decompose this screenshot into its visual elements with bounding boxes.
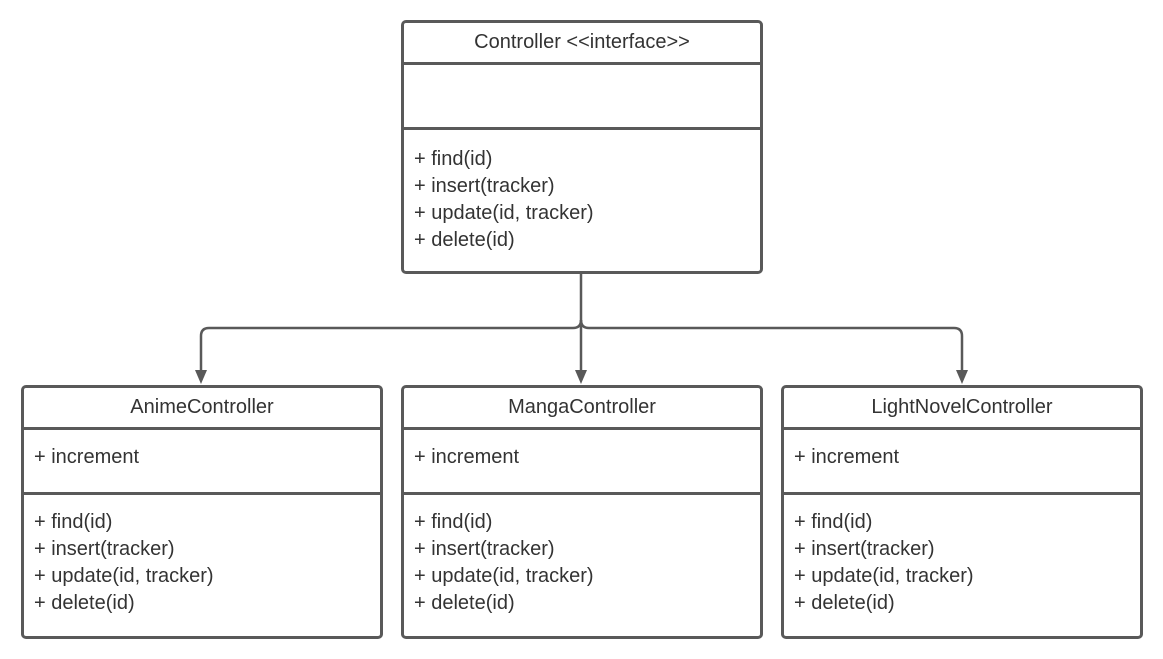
operation-insert: + insert(tracker) bbox=[414, 175, 555, 197]
operation-insert: + insert(tracker) bbox=[794, 538, 935, 560]
attribute-increment: + increment bbox=[794, 446, 900, 468]
operations-section: + find(id) + insert(tracker) + update(id… bbox=[784, 495, 1140, 617]
operations-section: + find(id) + insert(tracker) + update(id… bbox=[24, 495, 380, 617]
operation-delete: + delete(id) bbox=[794, 592, 895, 614]
connector-branch-anime bbox=[199, 319, 583, 372]
operation-update: + update(id, tracker) bbox=[414, 202, 594, 224]
operation-find: + find(id) bbox=[414, 148, 493, 170]
connector-branch-lightnovel bbox=[589, 326, 964, 372]
class-name: Controller <<interface>> bbox=[404, 23, 760, 65]
operation-update: + update(id, tracker) bbox=[34, 565, 214, 587]
class-box-manga-controller: MangaController + increment + find(id) +… bbox=[401, 385, 763, 639]
arrowhead-manga bbox=[575, 370, 587, 384]
attributes-section: + increment bbox=[24, 430, 380, 495]
operation-delete: + delete(id) bbox=[414, 592, 515, 614]
connector-trunk bbox=[579, 274, 590, 330]
operation-find: + find(id) bbox=[414, 511, 493, 533]
class-box-anime-controller: AnimeController + increment + find(id) +… bbox=[21, 385, 383, 639]
attributes-section: + increment bbox=[784, 430, 1140, 495]
attributes-section: + increment bbox=[404, 430, 760, 495]
operations-section: + find(id) + insert(tracker) + update(id… bbox=[404, 130, 760, 254]
operations-section: + find(id) + insert(tracker) + update(id… bbox=[404, 495, 760, 617]
operation-insert: + insert(tracker) bbox=[34, 538, 175, 560]
operation-find: + find(id) bbox=[794, 511, 873, 533]
class-name: AnimeController bbox=[24, 388, 380, 430]
class-box-controller-interface: Controller <<interface>> + find(id) + in… bbox=[401, 20, 763, 274]
operation-delete: + delete(id) bbox=[414, 229, 515, 251]
class-name: MangaController bbox=[404, 388, 760, 430]
operation-update: + update(id, tracker) bbox=[414, 565, 594, 587]
arrowhead-anime bbox=[195, 370, 207, 384]
attribute-increment: + increment bbox=[34, 446, 140, 468]
attribute-increment: + increment bbox=[414, 446, 520, 468]
arrowhead-lightnovel bbox=[956, 370, 968, 384]
operation-delete: + delete(id) bbox=[34, 592, 135, 614]
operation-update: + update(id, tracker) bbox=[794, 565, 974, 587]
attributes-section bbox=[404, 65, 760, 130]
operation-find: + find(id) bbox=[34, 511, 113, 533]
class-name: LightNovelController bbox=[784, 388, 1140, 430]
operation-insert: + insert(tracker) bbox=[414, 538, 555, 560]
class-box-lightnovel-controller: LightNovelController + increment + find(… bbox=[781, 385, 1143, 639]
